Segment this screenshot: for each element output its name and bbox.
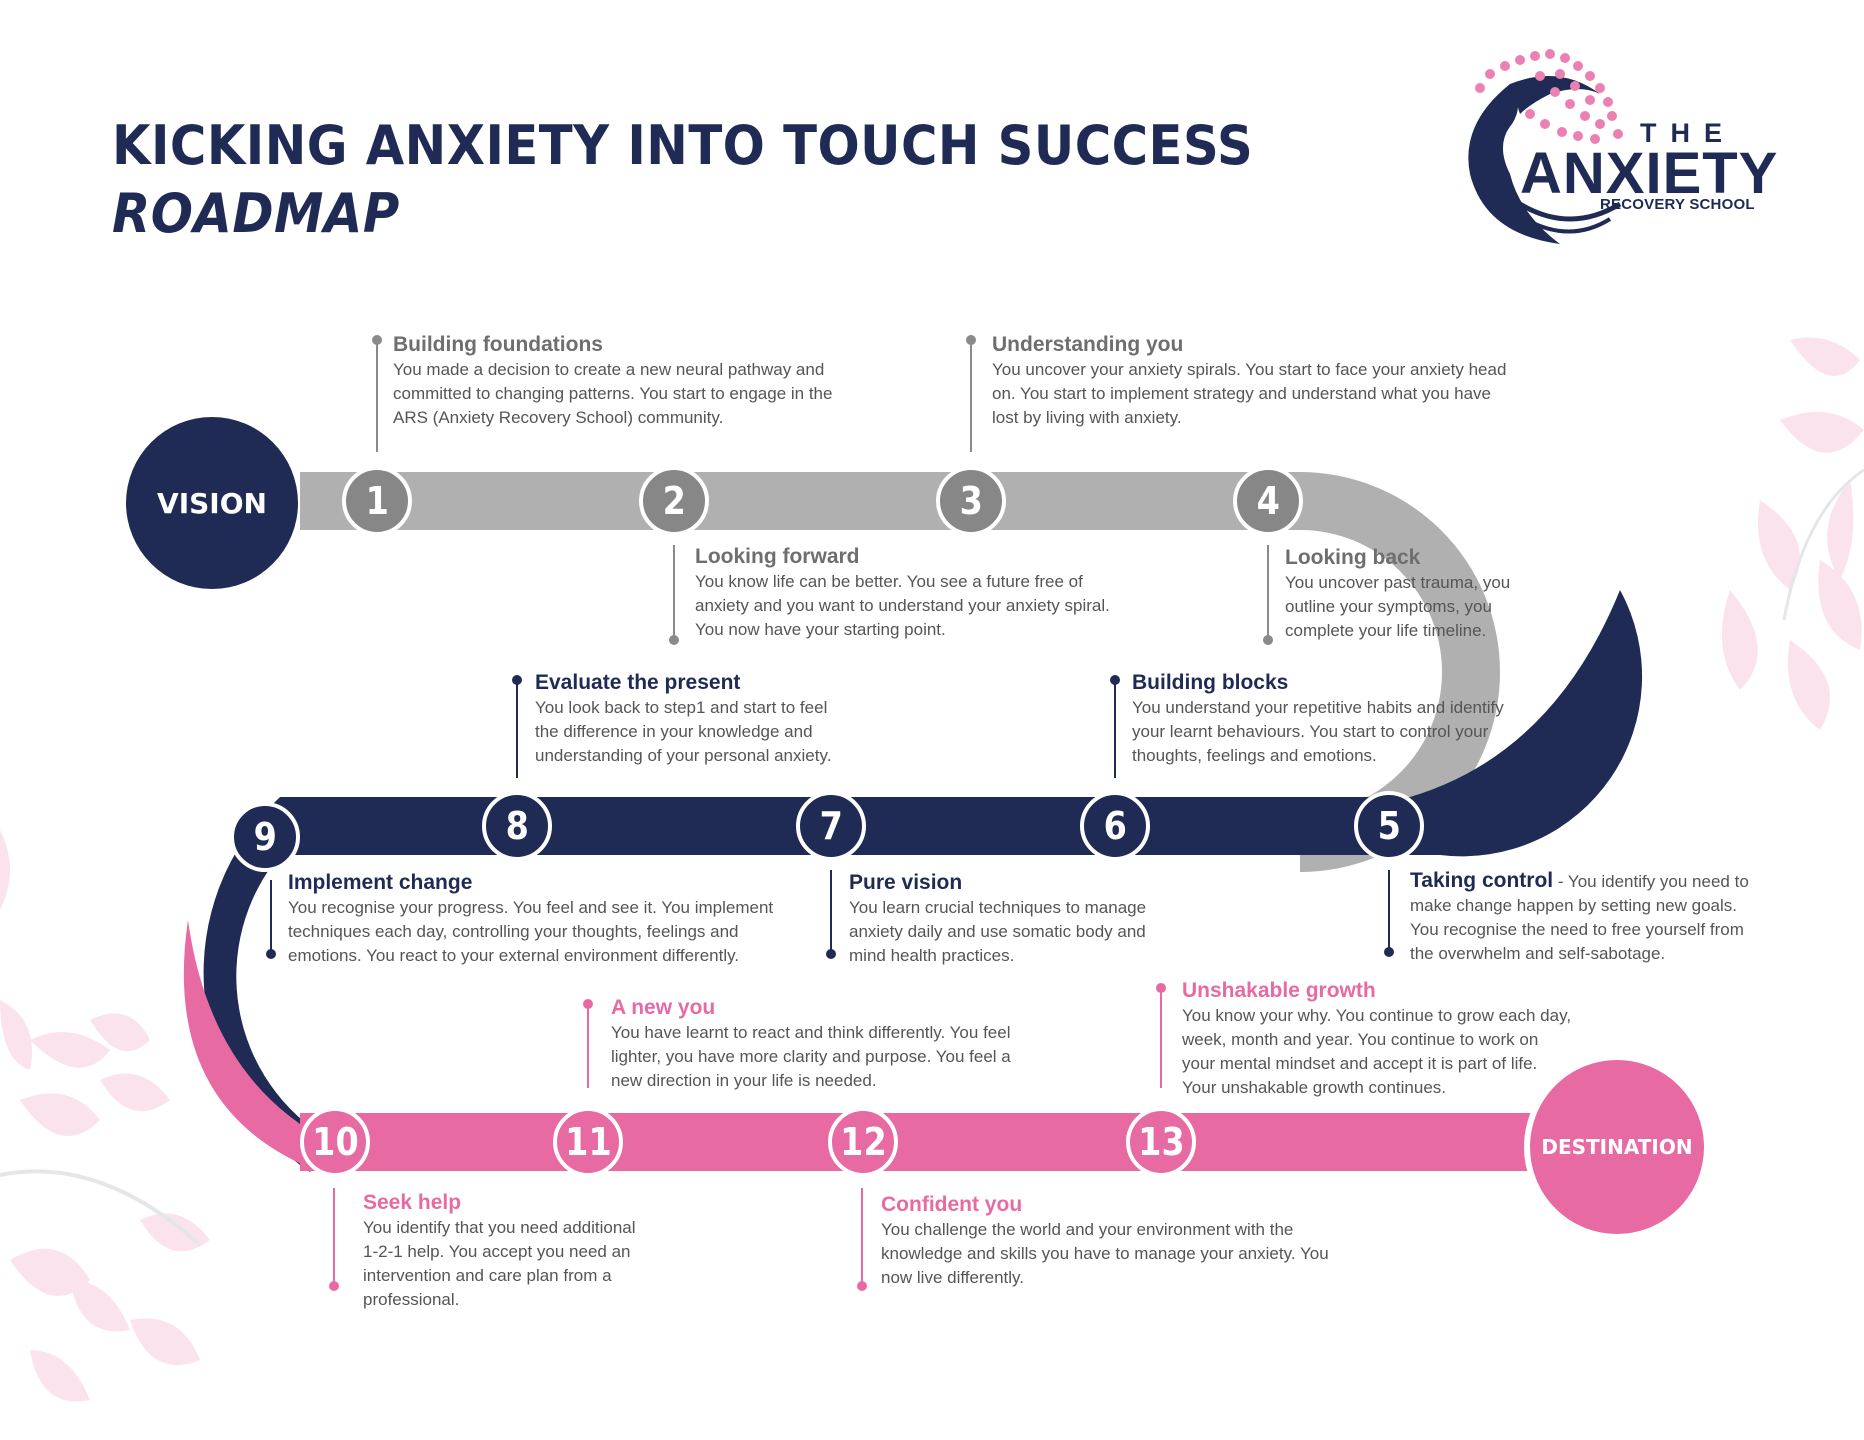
pin-step-4 [1263, 545, 1273, 645]
step-2-title: Looking forward [695, 545, 860, 568]
step-1-text: You made a decision to create a new neur… [393, 360, 833, 427]
tree-head-logo-icon [1468, 49, 1623, 244]
vision-circle: VISION [126, 417, 298, 589]
step-11-info: A new you You have learnt to react and t… [611, 995, 1041, 1093]
step-8-text: You look back to step1 and start to feel… [535, 698, 832, 765]
pin-step-6 [1110, 675, 1120, 778]
step-node-11[interactable]: 11 [553, 1107, 623, 1177]
step-13-info: Unshakable growth You know your why. You… [1182, 978, 1572, 1100]
road-curve-gray [1300, 472, 1500, 872]
step-11-title: A new you [611, 996, 716, 1019]
logo-text-recovery-school: RECOVERY SCHOOL [1600, 196, 1755, 213]
step-12-text: You challenge the world and your environ… [881, 1220, 1329, 1287]
pin-step-8 [512, 675, 522, 778]
title-line-1: KICKING ANXIETY INTO TOUCH SUCCESS [112, 114, 1254, 177]
pin-step-1 [372, 335, 382, 452]
step-7-title: Pure vision [849, 871, 963, 894]
step-7-text: You learn crucial techniques to manage a… [849, 898, 1147, 965]
step-12-info: Confident you You challenge the world an… [881, 1192, 1331, 1290]
step-6-text: You understand your repetitive habits an… [1132, 698, 1504, 765]
step-1-info: Building foundations You made a decision… [393, 332, 833, 430]
step-5-info: Taking control - You identify you need t… [1410, 868, 1760, 966]
step-5-text: - You identify you need to make change h… [1410, 872, 1749, 963]
step-4-text: You uncover past trauma, you outline you… [1285, 573, 1511, 640]
step-node-10[interactable]: 10 [300, 1107, 370, 1177]
pin-step-9 [266, 880, 276, 959]
step-node-3[interactable]: 3 [936, 466, 1006, 536]
step-13-text: You know your why. You continue to grow … [1182, 1006, 1572, 1097]
vision-label: VISION [157, 486, 267, 520]
decorative-leaves-left [0, 830, 210, 1402]
step-9-title: Implement change [288, 871, 473, 894]
step-9-info: Implement change You recognise your prog… [288, 870, 798, 968]
road-segment-pink [300, 1113, 1540, 1171]
step-13-title: Unshakable growth [1182, 979, 1376, 1002]
pin-step-7 [826, 870, 836, 959]
step-8-title: Evaluate the present [535, 671, 741, 694]
step-6-title: Building blocks [1132, 671, 1289, 694]
step-2-info: Looking forward You know life can be bet… [695, 544, 1135, 642]
page-title: KICKING ANXIETY INTO TOUCH SUCCESS ROADM… [112, 112, 1253, 248]
step-node-12[interactable]: 12 [828, 1107, 898, 1177]
step-10-text: You identify that you need additional 1-… [363, 1218, 636, 1309]
road-segment-gray [300, 472, 1300, 530]
pin-step-2 [669, 545, 679, 645]
logo-text-anxiety: ANXIETY [1520, 141, 1779, 206]
title-line-2: ROADMAP [112, 182, 400, 245]
step-5-title: Taking control [1410, 869, 1554, 892]
step-node-4[interactable]: 4 [1233, 466, 1303, 536]
step-node-1[interactable]: 1 [342, 466, 412, 536]
road-curve-navy-right [1300, 590, 1643, 857]
pin-step-11 [583, 999, 593, 1088]
step-node-6[interactable]: 6 [1080, 791, 1150, 861]
pin-step-12 [857, 1188, 867, 1291]
step-7-info: Pure vision You learn crucial techniques… [849, 870, 1169, 968]
step-8-info: Evaluate the present You look back to st… [535, 670, 855, 768]
step-9-text: You recognise your progress. You feel an… [288, 898, 774, 965]
pin-step-10 [329, 1188, 339, 1291]
step-10-info: Seek help You identify that you need add… [363, 1190, 653, 1312]
step-2-text: You know life can be better. You see a f… [695, 572, 1110, 639]
destination-circle: DESTINATION [1524, 1054, 1710, 1240]
step-node-2[interactable]: 2 [639, 466, 709, 536]
step-node-7[interactable]: 7 [796, 791, 866, 861]
pin-step-13 [1156, 983, 1166, 1088]
pin-step-3 [966, 335, 976, 452]
step-1-title: Building foundations [393, 333, 603, 356]
destination-label: DESTINATION [1541, 1135, 1693, 1159]
step-3-title: Understanding you [992, 333, 1184, 356]
step-node-5[interactable]: 5 [1354, 791, 1424, 861]
step-node-13[interactable]: 13 [1126, 1107, 1196, 1177]
step-10-title: Seek help [363, 1191, 462, 1214]
step-6-info: Building blocks You understand your repe… [1132, 670, 1512, 768]
pin-step-5 [1384, 870, 1394, 957]
step-3-info: Understanding you You uncover your anxie… [992, 332, 1522, 430]
step-node-9[interactable]: 9 [230, 802, 300, 872]
anxiety-recovery-school-logo: THE ANXIETY RECOVERY SCHOOL [1450, 44, 1777, 254]
step-4-title: Looking back [1285, 546, 1421, 569]
step-12-title: Confident you [881, 1193, 1023, 1216]
step-3-text: You uncover your anxiety spirals. You st… [992, 360, 1507, 427]
step-11-text: You have learnt to react and think diffe… [611, 1023, 1011, 1090]
step-node-8[interactable]: 8 [482, 791, 552, 861]
decorative-leaves-right [1722, 337, 1864, 730]
step-4-info: Looking back You uncover past trauma, yo… [1285, 545, 1525, 643]
logo-text-the: THE [1640, 118, 1736, 148]
